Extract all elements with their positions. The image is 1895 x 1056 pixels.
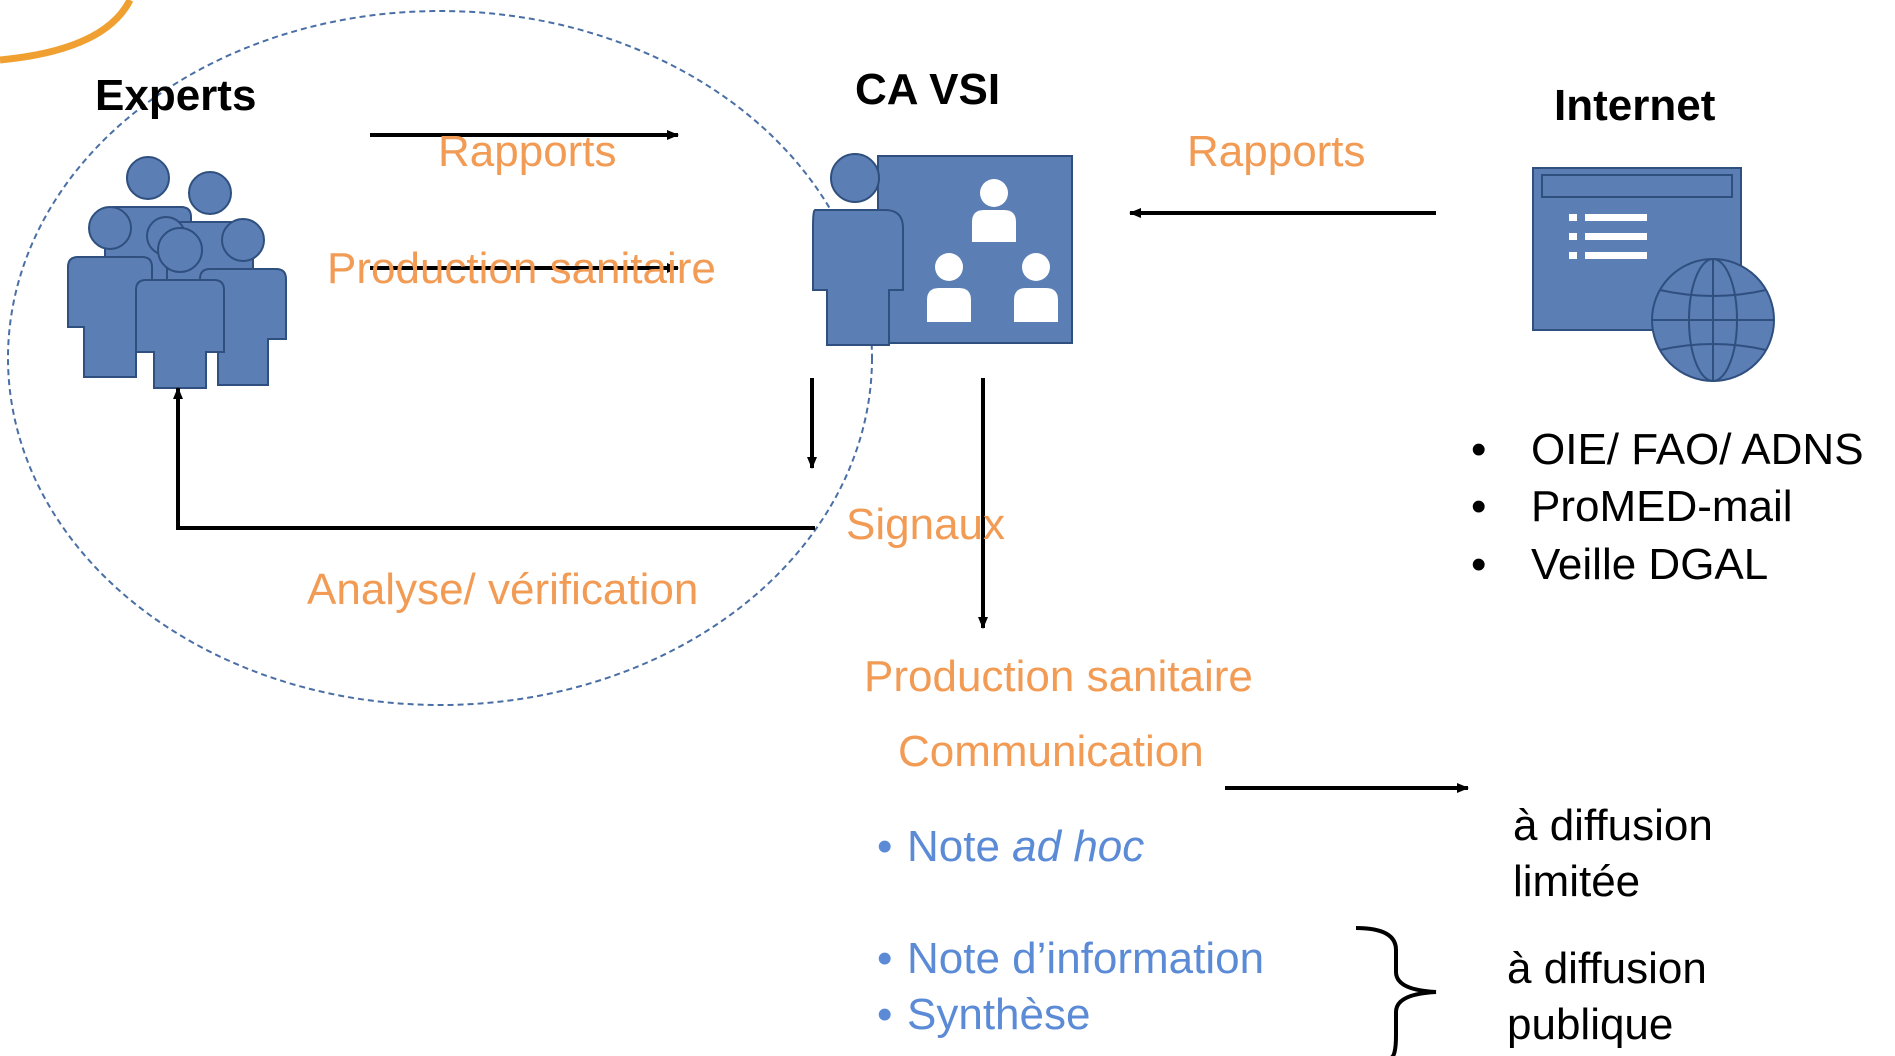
bullet-icon: • [1471,425,1487,474]
experts-title: Experts [95,71,257,120]
synthese: Synthèse [907,990,1091,1039]
diffusion-publique-line1: à diffusion [1507,944,1707,993]
orange-arc-decoration [0,0,134,64]
note-italic: ad hoc [1012,822,1145,871]
diffusion-limitee-line1: à diffusion [1513,801,1713,850]
list-item: OIE/ FAO/ ADNS [1531,425,1864,474]
bullet-icon: • [1471,482,1487,531]
label-production-sanitaire: Production sanitaire [864,652,1253,701]
label-rapports-right: Rapports [1187,127,1366,176]
note-ad-hoc: Note ad hoc [907,825,1144,869]
people-group-icon [67,156,287,389]
brace [1355,926,1437,1056]
note-prefix: Note [907,822,1013,871]
bullet-icon: • [877,934,893,983]
label-analyse-verification: Analyse/ vérification [307,565,699,614]
bullet-icon: • [1471,540,1487,589]
note-information: Note d’information [907,934,1265,983]
arrow-signaux-to-experts [173,387,815,530]
label-rapports-top: Rapports [438,127,617,176]
diffusion-publique-line2: publique [1507,1000,1674,1049]
internet-title: Internet [1554,81,1716,130]
experts-dashed-circle [7,10,873,706]
web-page-globe-icon [1532,167,1775,382]
label-signaux: Signaux [846,500,1006,549]
bullet-icon: • [877,990,893,1039]
label-production-top: Production sanitaire [327,244,716,293]
presentation-icon [812,153,1073,346]
label-communication: Communication [898,727,1204,776]
bullet-icon: • [877,822,893,871]
diffusion-limitee-line2: limitée [1513,857,1641,906]
list-item: ProMED-mail [1531,482,1793,531]
list-item: Veille DGAL [1531,540,1769,589]
cavsi-title: CA VSI [855,65,1001,114]
